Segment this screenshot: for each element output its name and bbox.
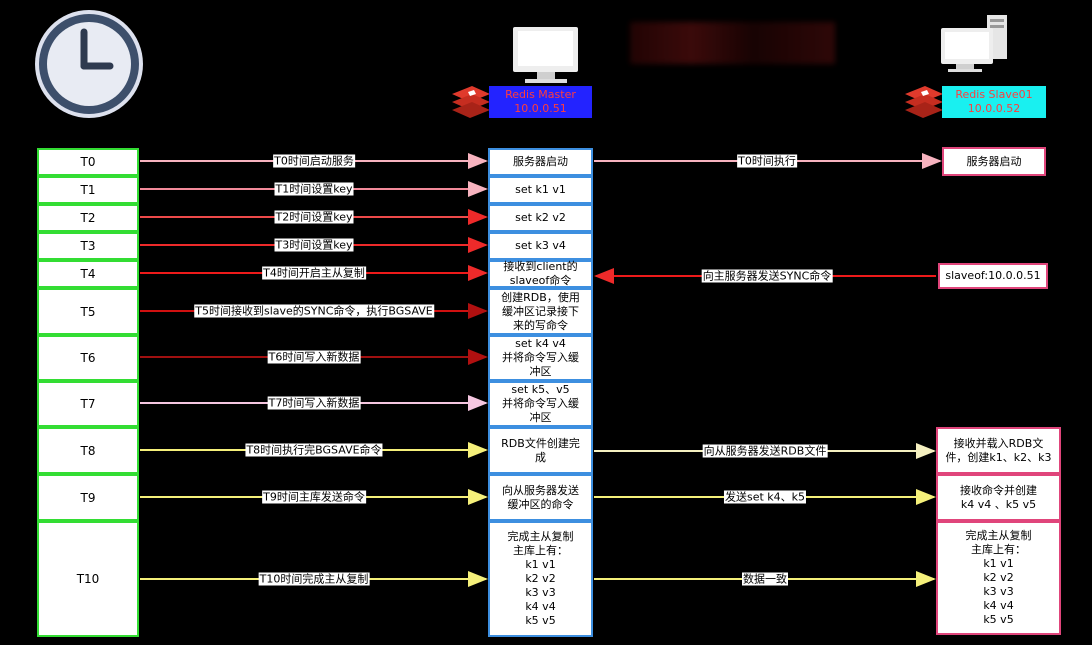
time-label: T2 [80,211,96,225]
master-box-t3: set k3 v4 [488,232,593,260]
master-box-t6: set k4 v4 并将命令写入缓 冲区 [488,335,593,381]
time-label: T8 [80,443,96,458]
slave-box-t0: 服务器启动 [942,147,1046,176]
event-label-t2: T2时间设置key [274,210,354,224]
master-name: Redis Master [505,88,576,101]
event-label-t0: T0时间启动服务 [273,154,355,168]
time-label: T3 [80,239,96,253]
event-label-t5: T5时间接收到slave的SYNC命令，执行BGSAVE [194,304,434,318]
time-box-t4: T4 [37,260,139,288]
time-box-t7: T7 [37,381,139,427]
event-label-t9: T9时间主库发送命令 [262,490,366,504]
time-label: T5 [80,304,96,319]
sync-label-t8: 向从服务器发送RDB文件 [702,444,828,458]
master-box-t0: 服务器启动 [488,148,593,176]
event-label-t4: T4时间开启主从复制 [262,266,366,280]
slave-box-t8: 接收并载入RDB文 件，创建k1、k2、k3 [936,427,1061,474]
master-box-t4: 接收到client的 slaveof命令 [488,260,593,288]
event-label-t6: T6时间写入新数据 [267,350,361,364]
master-box-t8: RDB文件创建完 成 [488,427,593,474]
master-header: Redis Master 10.0.0.51 [489,86,592,118]
sync-label-t9: 发送set k4、k5 [723,490,807,504]
event-label-t1: T1时间设置key [274,182,354,196]
time-box-t5: T5 [37,288,139,335]
sync-label-t0: T0时间执行 [737,154,797,168]
redacted-area [630,22,835,64]
slave-ip: 10.0.0.52 [967,102,1021,115]
slave-box-t10: 完成主从复制 主库上有： k1 v1 k2 v2 k3 v3 k4 v4 k5 … [936,521,1061,635]
master-ip: 10.0.0.51 [514,102,567,115]
slave-box-t4: slaveof:10.0.0.51 [938,263,1048,289]
time-label: T6 [80,351,96,365]
time-box-t3: T3 [37,232,139,260]
slave-name: Redis Slave01 [955,88,1033,101]
time-box-t10: T10 [37,521,139,637]
master-box-t2: set k2 v2 [488,204,593,232]
time-box-t9: T9 [37,474,139,521]
time-label: T7 [80,397,96,411]
master-box-t10: 完成主从复制 主库上有： k1 v1 k2 v2 k3 v3 k4 v4 k5 … [488,521,593,637]
master-box-t7: set k5、v5 并将命令写入缓 冲区 [488,381,593,427]
slave-box-t9: 接收命令并创建 k4 v4 、k5 v5 [936,474,1061,521]
event-label-t3: T3时间设置key [274,238,354,252]
time-label: T9 [80,490,96,505]
time-label: T10 [76,572,100,586]
event-label-t7: T7时间写入新数据 [267,396,361,410]
event-label-t10: T10时间完成主从复制 [258,572,370,586]
time-label: T4 [80,267,96,281]
sync-label-t10: 数据一致 [742,572,788,586]
sync-label-t4: 向主服务器发送SYNC命令 [701,269,833,283]
time-box-t1: T1 [37,176,139,204]
event-label-t8: T8时间执行完BGSAVE命令 [245,443,383,457]
time-box-t8: T8 [37,427,139,474]
time-box-t2: T2 [37,204,139,232]
slave-header: Redis Slave01 10.0.0.52 [942,86,1046,118]
master-box-t1: set k1 v1 [488,176,593,204]
time-label: T1 [80,183,96,197]
master-box-t9: 向从服务器发送 缓冲区的命令 [488,474,593,521]
time-box-t6: T6 [37,335,139,381]
time-box-t0: T0 [37,148,139,176]
time-label: T0 [80,155,96,169]
master-box-t5: 创建RDB，使用 缓冲区记录接下 来的写命令 [488,288,593,335]
